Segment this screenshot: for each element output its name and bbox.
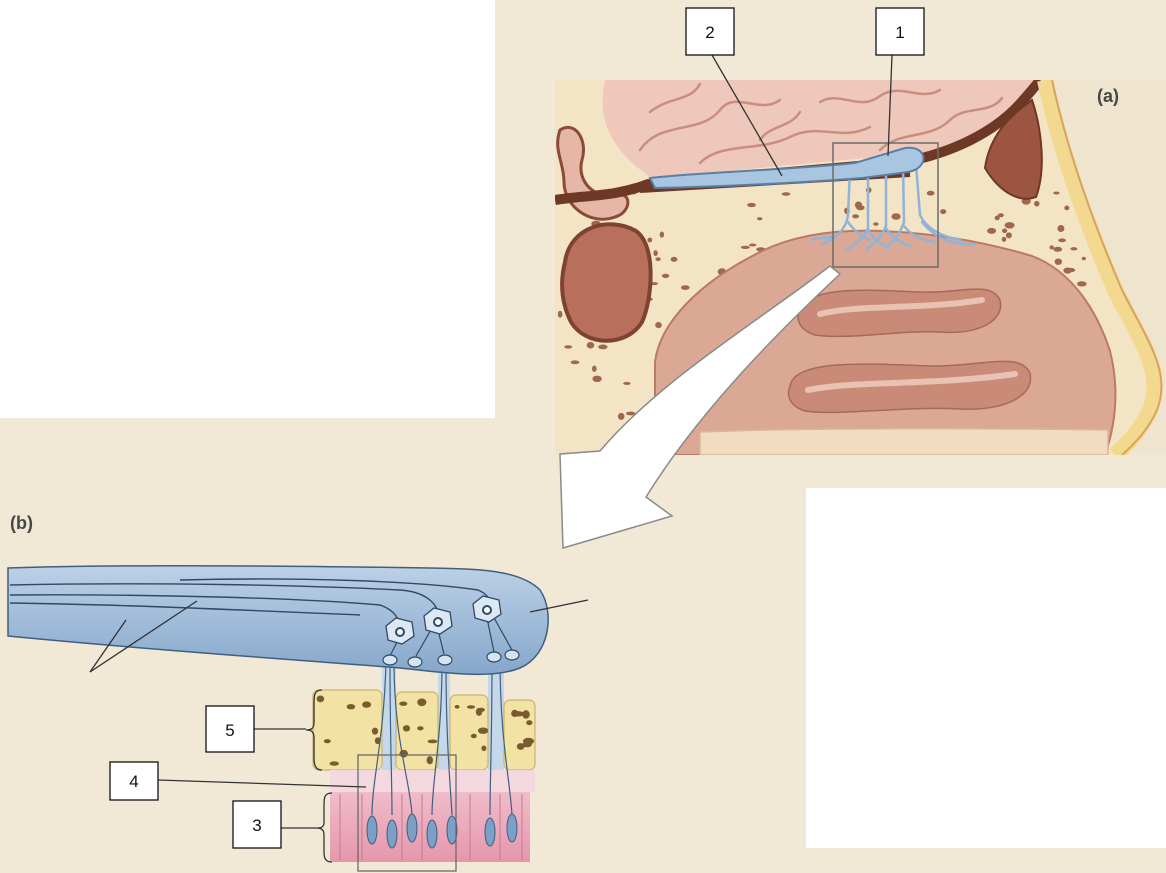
bone-pore <box>1082 257 1086 261</box>
bone-pore <box>330 761 339 765</box>
bone-pore <box>399 750 408 758</box>
bone-pore <box>1055 259 1062 265</box>
bone-pore <box>571 360 580 364</box>
callout-4-text: 4 <box>129 772 138 791</box>
bone-pore <box>564 345 572 348</box>
hard-palate <box>700 429 1108 455</box>
bone-pore <box>517 743 525 750</box>
bone-pore <box>587 342 595 349</box>
glomerulus <box>505 650 519 660</box>
bone-pore <box>660 232 664 238</box>
bone-pore <box>592 376 601 382</box>
bone-pore <box>1053 192 1059 195</box>
bone-pore <box>1034 201 1039 207</box>
bone-pore <box>347 704 355 709</box>
bone-pore <box>741 246 750 249</box>
bone-pore <box>653 250 657 256</box>
bone-block <box>313 690 382 770</box>
bone-pore <box>655 322 662 328</box>
bone-pore <box>927 191 935 196</box>
bone-pore <box>372 728 378 735</box>
glomerulus <box>383 655 397 665</box>
bone-pore <box>467 705 475 709</box>
receptor-cell <box>427 820 437 848</box>
mitral-cell-nucleus <box>483 606 491 614</box>
bone-pore <box>655 257 660 261</box>
bone-pore <box>892 213 901 220</box>
panel-b-label: (b) <box>10 513 33 533</box>
receptor-cell <box>387 820 397 848</box>
bone-pore <box>428 740 438 744</box>
bone-pore <box>757 217 762 220</box>
bone-pore <box>523 738 534 745</box>
bone-pore <box>662 274 669 278</box>
receptor-cell <box>367 816 377 844</box>
bone-pore <box>1002 237 1007 242</box>
bone-pore <box>417 699 426 707</box>
glomerulus <box>438 655 452 665</box>
receptor-cell <box>507 814 517 842</box>
mitral-cell-nucleus <box>396 628 404 636</box>
blank-area-top-left <box>0 0 495 418</box>
bone-pore <box>998 213 1004 217</box>
bone-pore <box>399 702 407 706</box>
lamina-propria <box>330 770 535 792</box>
bone-pore <box>1053 247 1062 252</box>
receptor-cell <box>407 814 417 842</box>
bone-pore <box>1064 206 1069 211</box>
bone-pore <box>481 746 486 752</box>
glomerulus <box>408 657 422 667</box>
bone-pore <box>623 382 631 385</box>
bone-pore <box>403 725 410 731</box>
callout-1-text: 1 <box>895 23 904 42</box>
bone-pore <box>324 739 331 743</box>
bone-pore <box>987 228 996 234</box>
bone-pore <box>526 720 532 725</box>
callout-2-text: 2 <box>705 23 714 42</box>
bone-pore <box>317 696 325 703</box>
bone-pore <box>681 285 690 290</box>
bone-pore <box>852 214 859 218</box>
bone-pore <box>1006 232 1012 238</box>
bone-pore <box>511 710 518 717</box>
sphenoid-sinus <box>562 224 651 340</box>
bone-pore <box>671 257 678 262</box>
mitral-cell-nucleus <box>434 618 442 626</box>
bone-pore <box>647 238 652 243</box>
bone-pore <box>1063 268 1071 274</box>
bone-pore <box>1049 245 1054 249</box>
bone-pore <box>1070 247 1077 250</box>
bone-pore <box>362 701 371 707</box>
bone-pore <box>940 209 946 214</box>
bone-pore <box>747 203 756 207</box>
bone-pore <box>749 244 757 247</box>
bone-pore <box>1005 222 1015 228</box>
bone-pore <box>427 756 433 764</box>
bone-pore <box>417 726 423 730</box>
bone-pore <box>856 205 864 210</box>
bone-pore <box>598 345 607 350</box>
bone-pore <box>1002 229 1007 234</box>
bone-block <box>504 700 535 770</box>
bone-pore <box>1077 281 1087 286</box>
bone-pore <box>592 366 597 372</box>
bone-pore <box>455 705 460 709</box>
bone-pore <box>478 728 488 734</box>
bone-pore <box>1057 225 1064 232</box>
bone-pore <box>558 311 563 318</box>
receptor-cell <box>485 818 495 846</box>
callout-3-text: 3 <box>252 816 261 835</box>
callout-5-text: 5 <box>225 721 234 740</box>
bone-pore <box>476 708 482 716</box>
bone-pore <box>471 734 477 739</box>
blank-area-bottom-right <box>806 488 1166 848</box>
bone-pore <box>873 222 878 226</box>
bone-pore <box>1058 238 1066 242</box>
panel-a-label: (a) <box>1097 86 1119 106</box>
bone-pore <box>618 413 625 420</box>
bone-pore <box>782 192 791 196</box>
glomerulus <box>487 652 501 662</box>
